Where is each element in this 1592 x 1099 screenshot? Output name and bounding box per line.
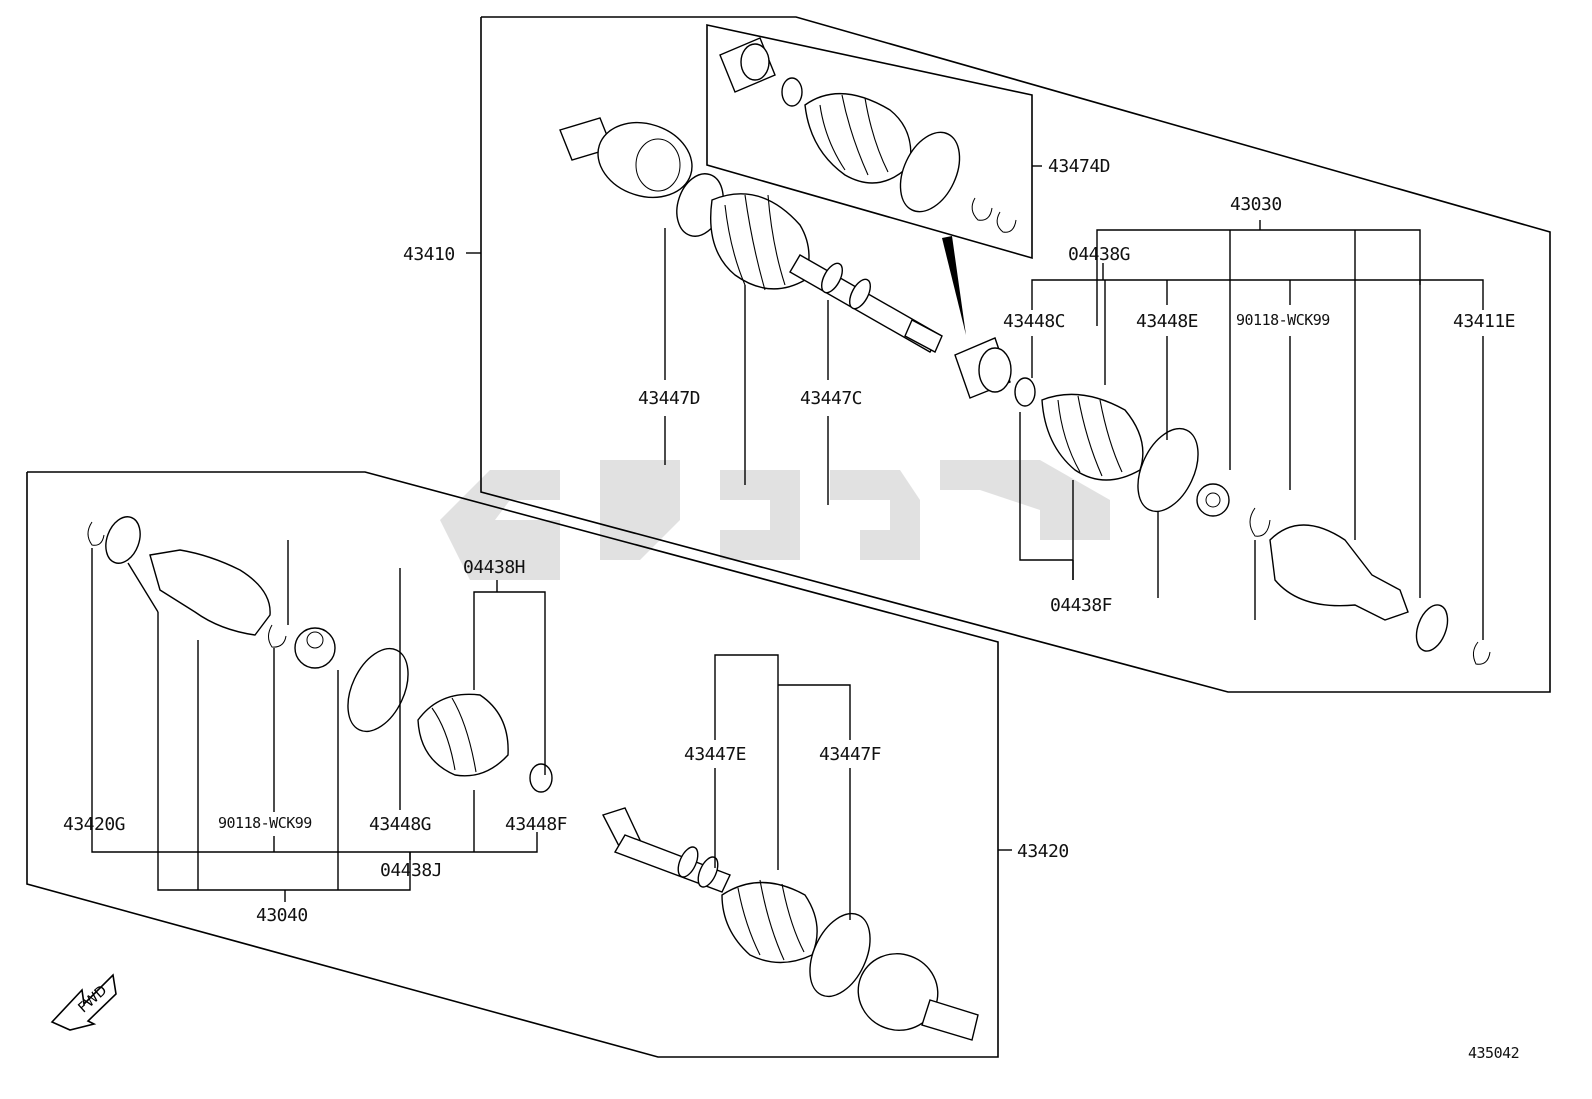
watermark-logo	[440, 460, 1110, 580]
label-04438H[interactable]: 04438H	[463, 557, 526, 578]
label-43448F[interactable]: 43448F	[505, 814, 568, 835]
label-43448G[interactable]: 43448G	[369, 814, 432, 835]
label-43447F[interactable]: 43447F	[819, 744, 882, 765]
leader-lines	[91, 165, 1484, 920]
top-assembly-frame	[480, 16, 1551, 693]
label-43447E[interactable]: 43447E	[684, 744, 747, 765]
bottom-inner-joint-parts	[87, 516, 553, 793]
bottom-outer-joint-shaft	[601, 807, 979, 1041]
top-inner-joint-parts	[954, 337, 1491, 665]
top-boot-kit-parts	[719, 37, 1017, 233]
label-43474D[interactable]: 43474D	[1048, 156, 1111, 177]
label-90118-top[interactable]: 90118-WCK99	[1236, 311, 1331, 329]
label-90118-bottom[interactable]: 90118-WCK99	[218, 814, 313, 832]
bottom-assembly-frame	[26, 471, 999, 1058]
kit-pointer	[942, 236, 966, 335]
label-43447C[interactable]: 43447C	[800, 388, 863, 409]
label-04438F[interactable]: 04438F	[1050, 595, 1113, 616]
label-04438J[interactable]: 04438J	[380, 860, 443, 881]
label-43030[interactable]: 43030	[1230, 194, 1282, 215]
part-labels: 43474D 43030 04438G 43410 43448C 43448E …	[63, 156, 1520, 1062]
fwd-arrow-icon: FWD	[50, 973, 117, 1031]
label-43420[interactable]: 43420	[1017, 841, 1069, 862]
label-43040[interactable]: 43040	[256, 905, 308, 926]
label-04438G[interactable]: 04438G	[1068, 244, 1131, 265]
label-43448C[interactable]: 43448C	[1003, 311, 1066, 332]
label-43420G[interactable]: 43420G	[63, 814, 126, 835]
label-43447D[interactable]: 43447D	[638, 388, 701, 409]
label-43448E[interactable]: 43448E	[1136, 311, 1199, 332]
label-43411E[interactable]: 43411E	[1453, 311, 1516, 332]
page-code: 435042	[1468, 1044, 1519, 1062]
label-43410[interactable]: 43410	[403, 244, 455, 265]
top-outer-joint-shaft	[559, 117, 943, 353]
